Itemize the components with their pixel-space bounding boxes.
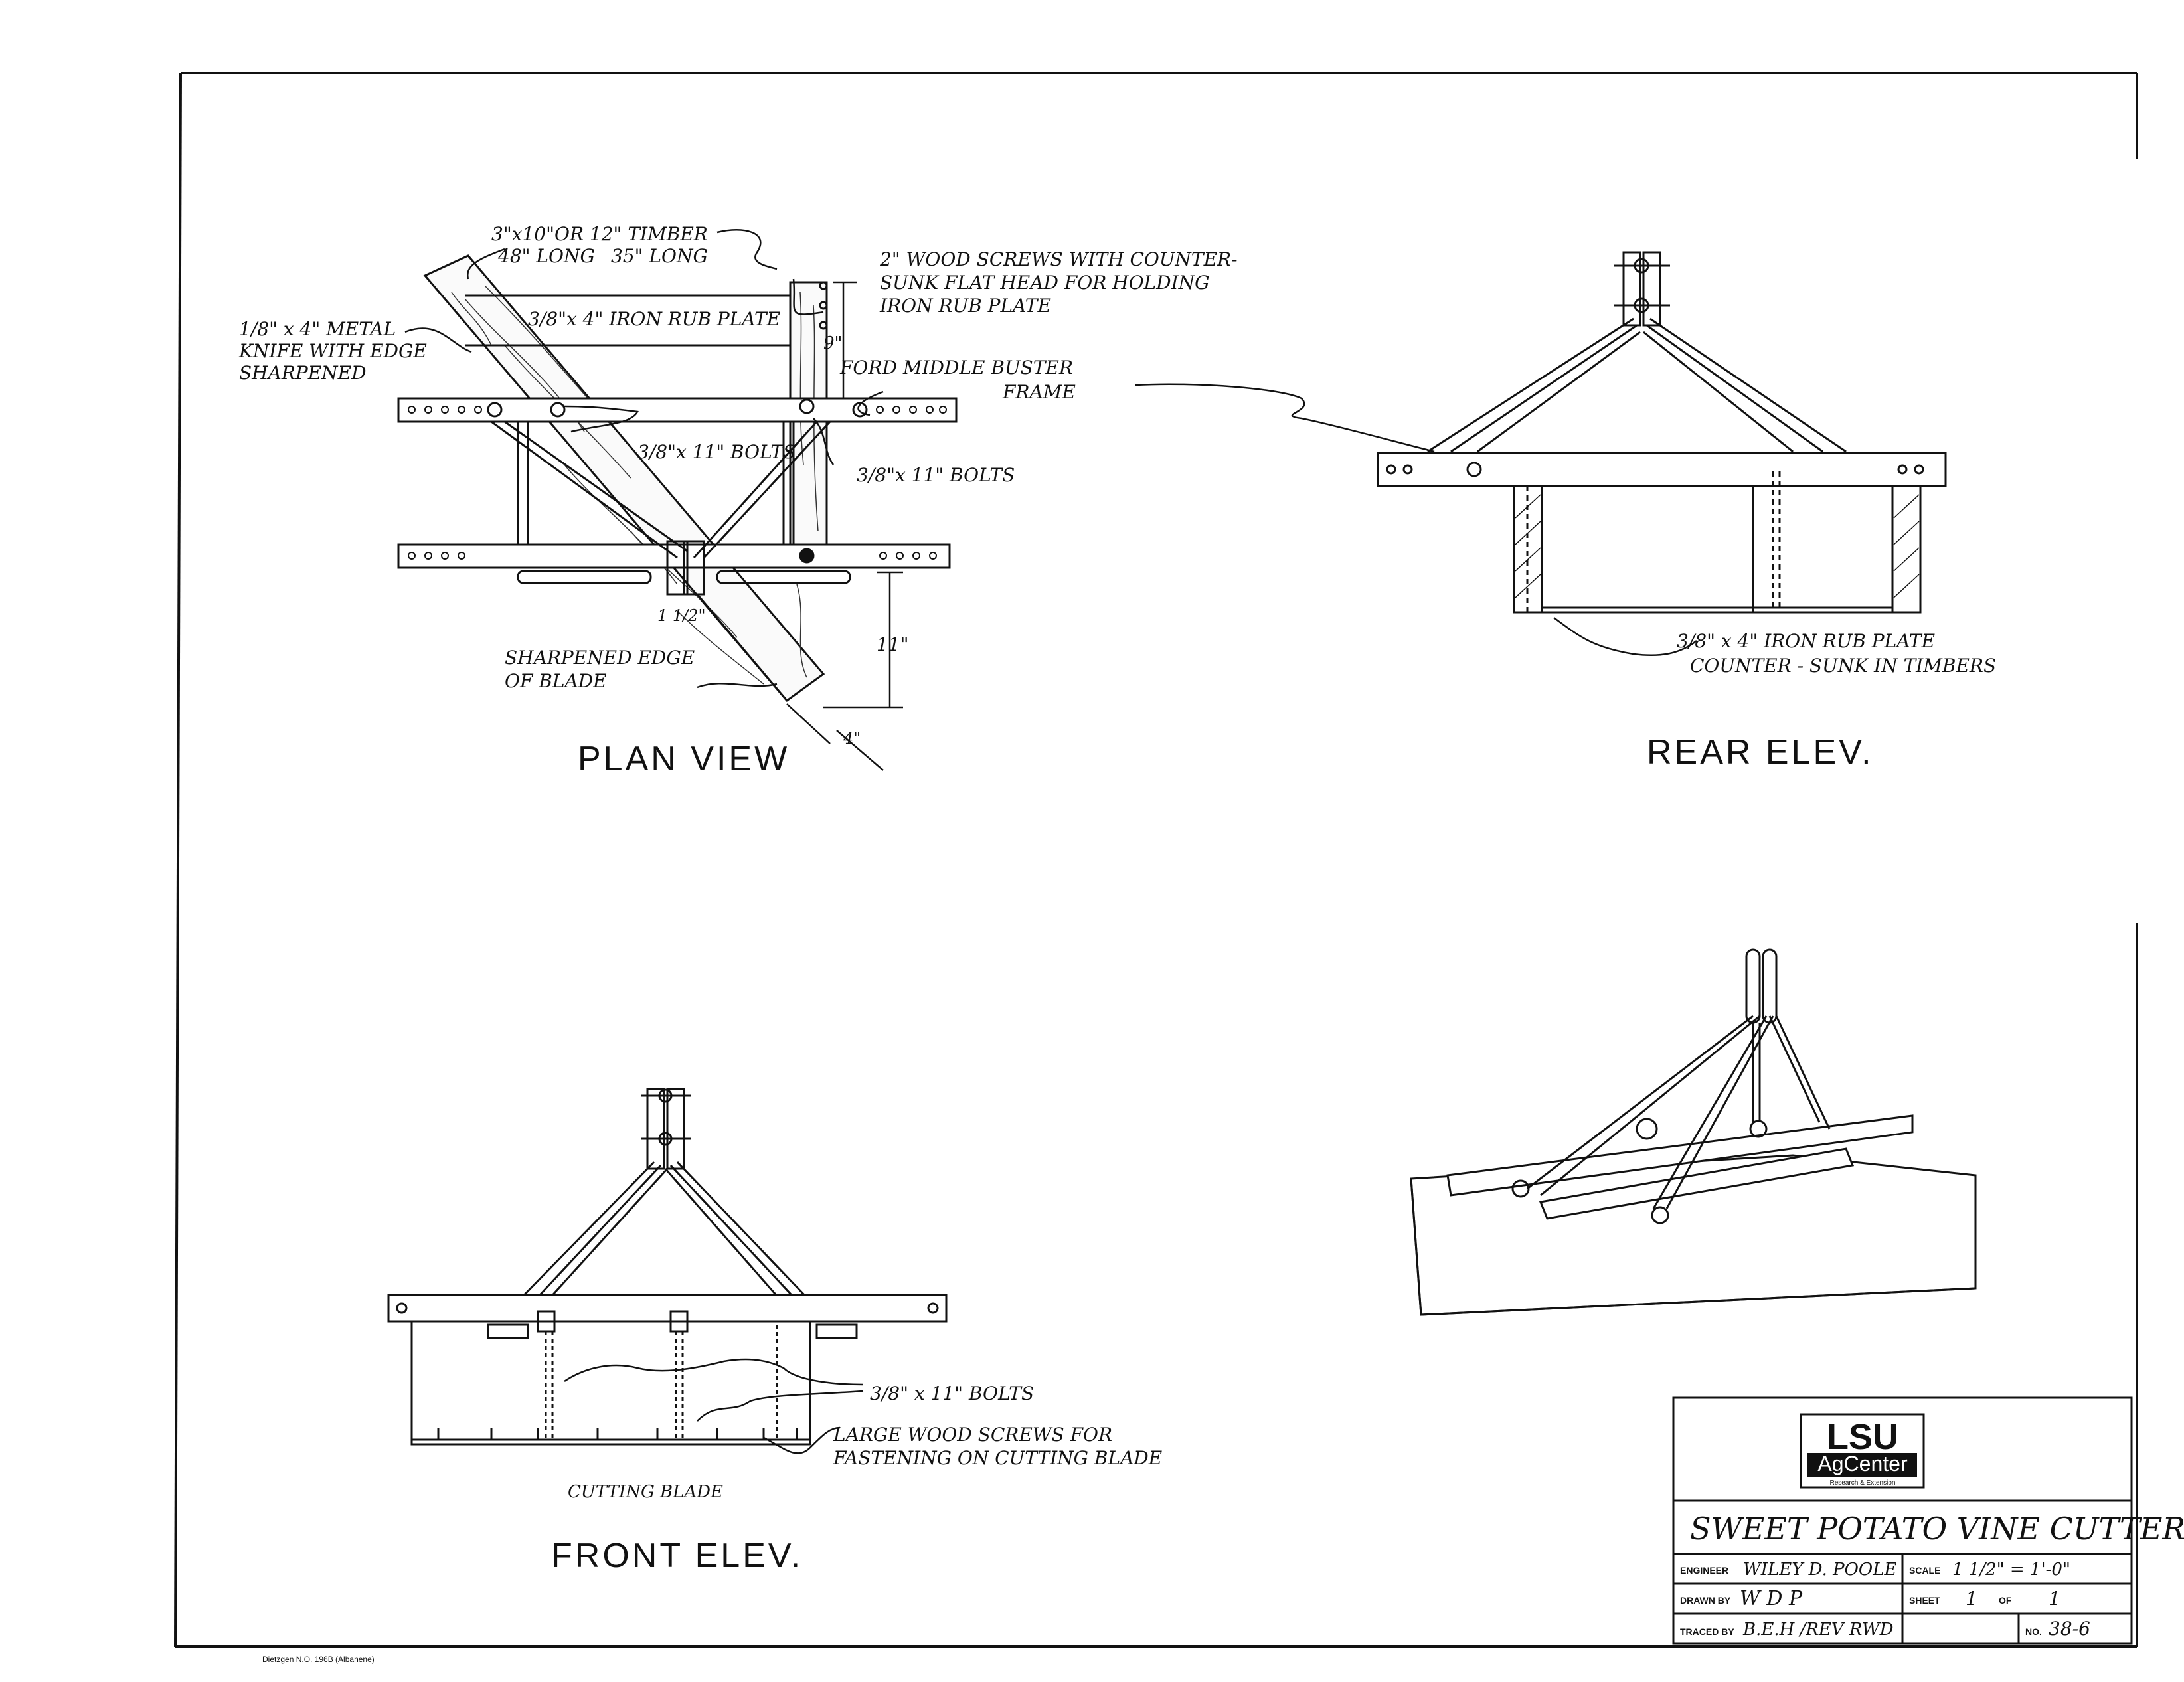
timber-length-48: 48" LONG	[497, 245, 595, 267]
front-bolts-label: 3/8" x 11" BOLTS	[870, 1383, 1034, 1404]
paper-brand-note: Dietzgen N.O. 196B (Albanene)	[262, 1655, 375, 1664]
rear-right-timber	[1891, 485, 1922, 614]
plan-bolts	[487, 281, 868, 564]
sheet-label: SHEET	[1909, 1595, 1940, 1606]
front-crossbar	[387, 1294, 948, 1323]
edge-label-2: OF BLADE	[505, 670, 607, 692]
bolts-left-label: 3/8"x 11" BOLTS	[637, 441, 796, 463]
frame-holes	[408, 406, 947, 560]
front-elev-title: FRONT ELEV.	[551, 1537, 803, 1575]
rear-plate-label-2: COUNTER - SUNK IN TIMBERS	[1690, 655, 1996, 677]
timber-length-35: 35" LONG	[611, 245, 708, 267]
drawn-label: DRAWN BY	[1680, 1595, 1731, 1606]
screws-label-2: SUNK FLAT HEAD FOR HOLDING	[880, 272, 1210, 294]
knife-label-1: 1/8" x 4" METAL	[239, 318, 396, 340]
sheet-border	[174, 72, 2138, 1648]
isometric-drawing	[1410, 948, 1977, 1316]
engineer-label: ENGINEER	[1680, 1565, 1728, 1576]
knife-label-2: KNIFE WITH EDGE	[238, 340, 427, 362]
title-block-text: LSU AgCenter Research & Extension SWEET …	[1680, 1417, 2184, 1640]
dim-11-label: 11"	[877, 633, 909, 655]
rub-plate-label: 3/8"x 4" IRON RUB PLATE	[528, 308, 780, 330]
front-screws-label-1: LARGE WOOD SCREWS FOR	[833, 1424, 1112, 1446]
title-block	[1672, 1396, 2133, 1645]
dim-9-label: 9"	[823, 333, 843, 353]
number-label: NO.	[2025, 1626, 2042, 1637]
rear-plate-label-1: 3/8" x 4" IRON RUB PLATE	[1677, 630, 1935, 652]
drawing-title: SWEET POTATO VINE CUTTER	[1690, 1511, 2184, 1547]
front-elev-labels: 3/8" x 11" BOLTS LARGE WOOD SCREWS FOR F…	[551, 1383, 1162, 1575]
rear-crossbar	[1377, 452, 1947, 487]
scale-label: SCALE	[1909, 1565, 1940, 1576]
number-value: 38-6	[2049, 1618, 2090, 1640]
traced-label: TRACED BY	[1680, 1626, 1734, 1637]
timber-label: 3"x10"OR 12" TIMBER	[491, 223, 708, 245]
front-elev-drawing	[387, 1088, 948, 1454]
logo-bar	[1807, 1453, 1917, 1477]
plan-leaders	[404, 229, 903, 771]
rear-elev-title: REAR ELEV.	[1647, 733, 1874, 772]
cutting-blade-label: CUTTING BLADE	[568, 1482, 723, 1502]
logo-agcenter: AgCenter	[1817, 1452, 1908, 1475]
traced-value: B.E.H /REV RWD	[1742, 1620, 1894, 1640]
drawn-value: W D P	[1740, 1587, 1803, 1610]
of-label: OF	[1999, 1595, 2012, 1606]
plan-view-title: PLAN VIEW	[578, 740, 790, 778]
dim-4-label: 4"	[843, 729, 861, 748]
front-screws-label-2: FASTENING ON CUTTING BLADE	[833, 1447, 1162, 1469]
rear-elev-drawing	[1135, 251, 1947, 657]
of-value: 1	[2049, 1588, 2060, 1610]
rear-elev-labels: 3/8" x 4" IRON RUB PLATE COUNTER - SUNK …	[1647, 630, 1996, 772]
screws-label-1: 2" WOOD SCREWS WITH COUNTER-	[879, 248, 1238, 270]
logo-lsu: LSU	[1827, 1417, 1898, 1457]
scale-value: 1 1/2" = 1'-0"	[1952, 1560, 2070, 1580]
dim-1half-label: 1 1/2"	[657, 606, 706, 625]
blade-screws	[437, 1428, 798, 1440]
bolts-right-label: 3/8"x 11" BOLTS	[857, 464, 1015, 486]
screws-label-3: IRON RUB PLATE	[879, 295, 1051, 317]
frame-label-1: FORD MIDDLE BUSTER	[839, 357, 1073, 378]
plan-view-drawing	[397, 229, 958, 771]
engineer-value: WILEY D. POOLE	[1743, 1560, 1897, 1580]
sheet-value: 1	[1966, 1588, 1977, 1610]
upper-frame-bar	[397, 397, 958, 423]
plan-view-labels: 3"x10"OR 12" TIMBER 48" LONG 35" LONG 1/…	[238, 223, 1238, 778]
frame-label-2: FRAME	[1002, 381, 1076, 403]
knife-label-3: SHARPENED	[239, 362, 367, 384]
edge-label-1: SHARPENED EDGE	[505, 647, 695, 669]
logo-tagline: Research & Extension	[1830, 1479, 1896, 1487]
